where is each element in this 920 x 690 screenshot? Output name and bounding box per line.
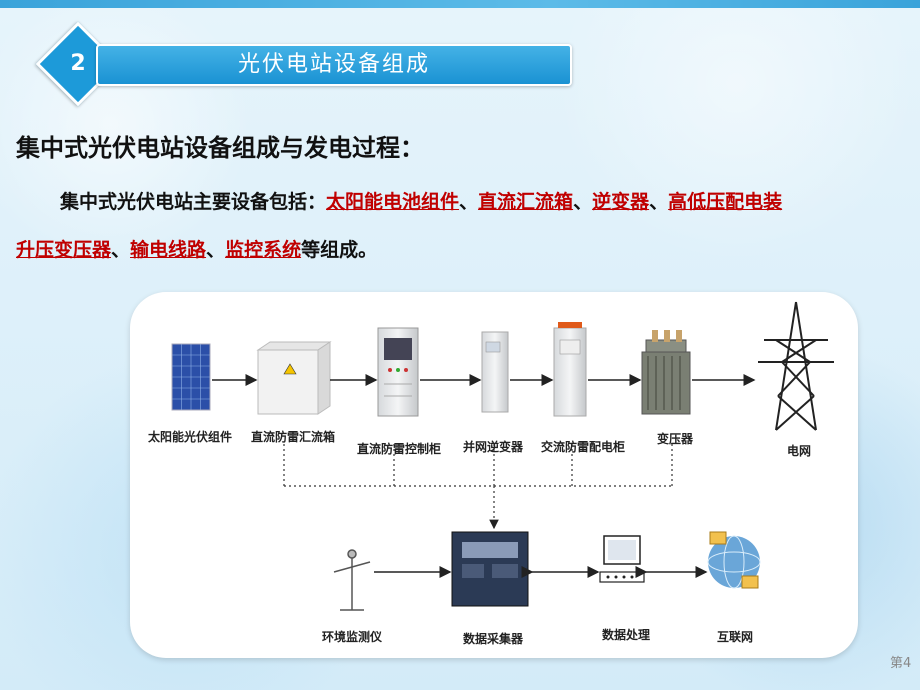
- item-solar-module: 太阳能电池组件: [326, 191, 460, 213]
- label-weather-station: 环境监测仪: [321, 630, 383, 644]
- label-data-processing: 数据处理: [601, 628, 651, 642]
- data-collector-icon: [451, 531, 529, 607]
- label-dc-control-cabinet: 直流防雷控制柜: [356, 442, 442, 456]
- label-grid: 电网: [786, 444, 812, 458]
- section-number: 2: [70, 51, 86, 76]
- item-switchgear: 高低压配电装: [668, 191, 783, 213]
- label-solar-module: 太阳能光伏组件: [147, 430, 233, 444]
- equipment-paragraph: 集中式光伏电站主要设备包括：太阳能电池组件、直流汇流箱、逆变器、高低压配电装 升…: [16, 178, 920, 274]
- separator: 、: [649, 191, 669, 213]
- transformer-icon: [641, 330, 691, 415]
- slide-heading: 集中式光伏电站设备组成与发电过程：: [16, 134, 424, 162]
- paragraph-line-2: 升压变压器、输电线路、监控系统等组成。: [16, 226, 920, 274]
- computer-icon: [599, 535, 645, 583]
- label-dc-combiner: 直流防雷汇流箱: [250, 430, 336, 444]
- item-inverter: 逆变器: [592, 191, 650, 213]
- dc-control-cabinet-icon: [377, 327, 419, 417]
- weather-station-icon: [333, 549, 371, 611]
- transmission-tower-icon: [758, 301, 834, 431]
- inverter-icon: [481, 331, 509, 413]
- item-step-up-transformer: 升压变压器: [16, 239, 112, 261]
- page-number: 第4: [890, 656, 912, 671]
- combiner-box-icon: [256, 341, 332, 415]
- top-accent-bar: [0, 0, 920, 8]
- ac-cabinet-icon: [553, 322, 587, 417]
- system-diagram: [171, 301, 834, 611]
- separator: 、: [206, 239, 226, 261]
- internet-globe-icon: [707, 531, 761, 589]
- separator: 、: [111, 239, 131, 261]
- paragraph-suffix: 等组成。: [301, 239, 378, 261]
- label-inverter: 并网逆变器: [462, 440, 524, 454]
- item-transmission-line: 输电线路: [130, 239, 207, 261]
- label-data-collector: 数据采集器: [462, 632, 524, 646]
- item-dc-combiner: 直流汇流箱: [478, 191, 574, 213]
- section-banner: [96, 44, 572, 86]
- item-monitoring-system: 监控系统: [225, 239, 302, 261]
- separator: 、: [573, 191, 593, 213]
- paragraph-line-1: 集中式光伏电站主要设备包括：太阳能电池组件、直流汇流箱、逆变器、高低压配电装: [16, 178, 920, 226]
- label-ac-cabinet: 交流防雷配电柜: [540, 440, 626, 454]
- label-internet: 互联网: [716, 630, 754, 644]
- label-transformer: 变压器: [656, 432, 694, 446]
- separator: 、: [459, 191, 479, 213]
- section-title: 光伏电站设备组成: [237, 52, 430, 77]
- paragraph-intro: 集中式光伏电站主要设备包括：: [60, 191, 327, 213]
- solar-panel-icon: [171, 343, 211, 411]
